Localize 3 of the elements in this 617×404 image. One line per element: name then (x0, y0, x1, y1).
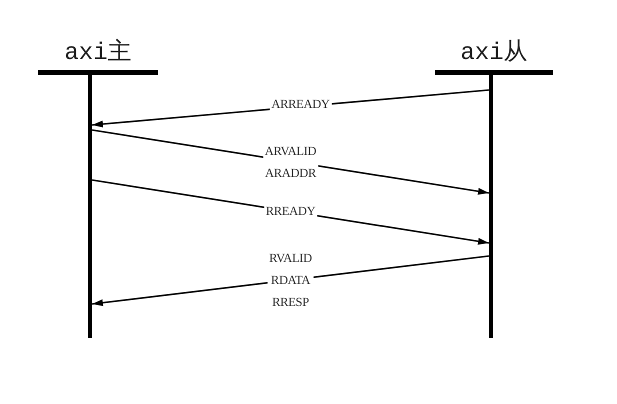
participant-label: axi主 (64, 40, 132, 68)
arrow (92, 255, 490, 306)
participant-label: axi从 (460, 40, 528, 68)
